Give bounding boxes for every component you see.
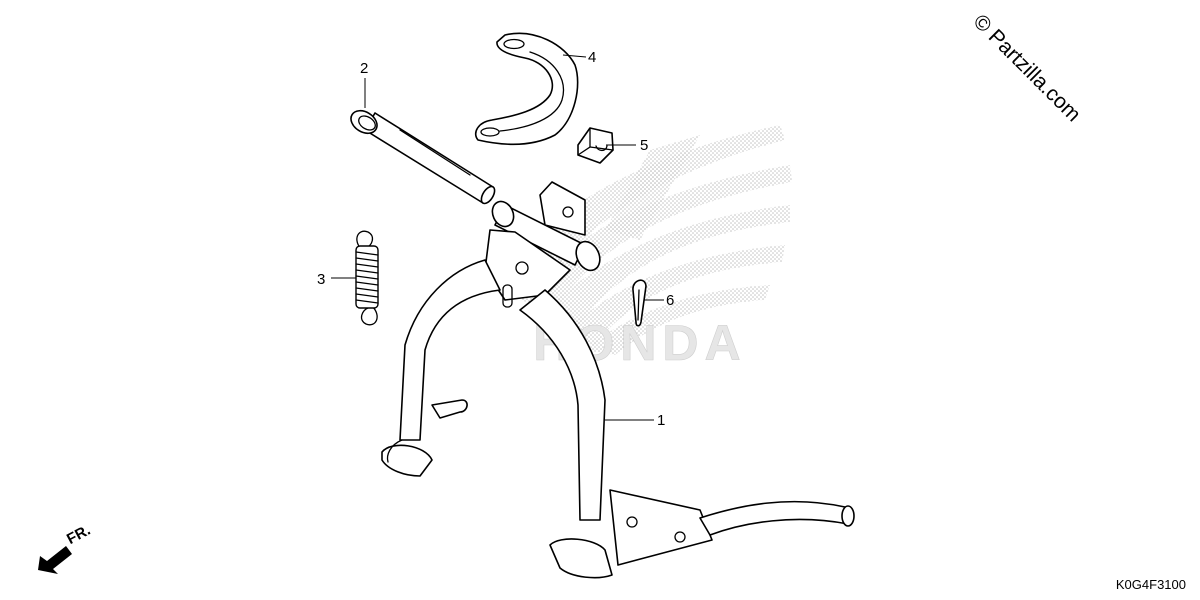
callout-4: 4 [588, 49, 596, 66]
pivot-shaft-part [350, 109, 496, 205]
callout-3: 3 [317, 271, 325, 288]
main-stand-part [381, 181, 855, 579]
callout-2: 2 [360, 60, 368, 77]
leader-lines [331, 54, 664, 421]
stopper-bracket-part [474, 32, 579, 146]
arrow-down-left-icon [38, 546, 72, 574]
stopper-rubber-part [577, 127, 614, 164]
cotter-pin-part [632, 279, 647, 327]
diagram-reference-code: K0G4F3100 [1115, 577, 1186, 592]
callout-1: 1 [657, 412, 665, 429]
callout-6: 6 [666, 292, 674, 309]
return-spring-part [355, 230, 379, 326]
callout-5: 5 [640, 137, 648, 154]
